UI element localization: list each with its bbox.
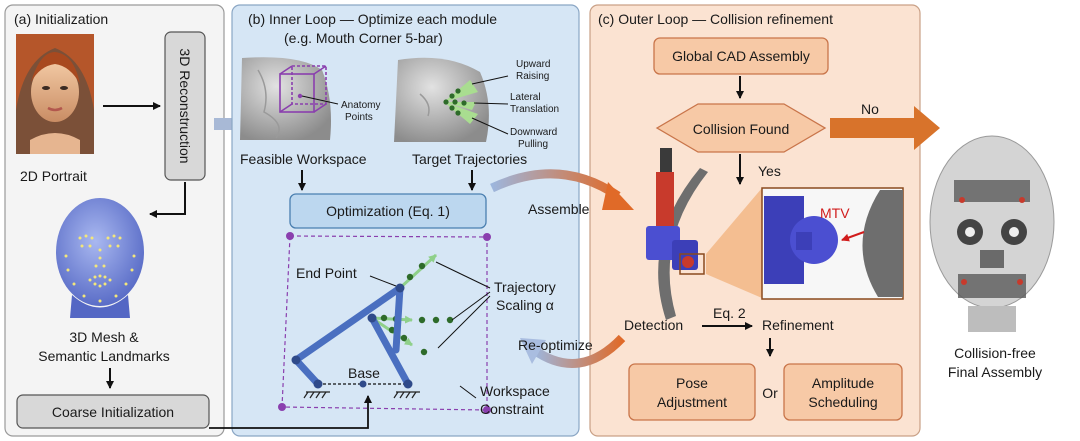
no-arrow bbox=[830, 106, 940, 150]
five-bar-diagram bbox=[278, 232, 491, 414]
collision-mechanism-image bbox=[646, 148, 762, 320]
reoptimize-arrow bbox=[520, 334, 626, 368]
end-point-label: End Point bbox=[296, 265, 357, 281]
eq2-label: Eq. 2 bbox=[713, 305, 746, 321]
assemble-label: Assemble bbox=[528, 201, 590, 217]
optimization-box bbox=[289, 193, 487, 229]
panel-b-subtitle: (e.g. Mouth Corner 5-bar) bbox=[284, 30, 443, 46]
workspace-constraint-line2: Constraint bbox=[480, 401, 544, 417]
portrait-image bbox=[16, 34, 94, 154]
upward-line2: Raising bbox=[516, 71, 549, 82]
coarse-init-box bbox=[16, 394, 210, 429]
panel-c-title: (c) Outer Loop — Collision refinement bbox=[598, 11, 833, 27]
assemble-arrow bbox=[490, 169, 634, 210]
lateral-line1: Lateral bbox=[510, 92, 541, 103]
anatomy-points-line1: Anatomy bbox=[341, 100, 380, 111]
workspace-constraint-line1: Workspace bbox=[480, 383, 550, 399]
detection-label: Detection bbox=[624, 317, 683, 333]
recon-box bbox=[164, 31, 206, 181]
refinement-label: Refinement bbox=[762, 317, 834, 333]
or-label: Or bbox=[762, 385, 778, 401]
collision-found-label: Collision Found bbox=[693, 121, 790, 137]
mesh-label-line1: 3D Mesh & bbox=[69, 329, 139, 345]
trajectory-scaling-line1: Trajectory bbox=[494, 279, 556, 295]
panel-inner-loop: (b) Inner Loop — Optimize each module (e… bbox=[231, 4, 580, 437]
arrow-recon-to-mesh bbox=[149, 182, 186, 218]
feasible-workspace-label: Feasible Workspace bbox=[240, 151, 367, 167]
pose-adjustment-line2: Adjustment bbox=[657, 394, 727, 410]
mesh-label-line2: Semantic Landmarks bbox=[38, 348, 170, 364]
pose-adjustment-box bbox=[628, 363, 756, 421]
final-assembly-image bbox=[929, 135, 1055, 332]
amplitude-scheduling-box bbox=[783, 363, 903, 421]
trajectory-scaling-line2: Scaling α bbox=[496, 297, 554, 313]
coarse-init-label: Coarse Initialization bbox=[52, 404, 174, 420]
upward-line1: Upward bbox=[516, 59, 550, 70]
final-assembly-line2: Final Assembly bbox=[948, 364, 1042, 380]
final-assembly-line1: Collision-free bbox=[954, 345, 1036, 361]
pose-adjustment-line1: Pose bbox=[676, 375, 708, 391]
face-workspace-image bbox=[240, 57, 339, 141]
optimization-label: Optimization (Eq. 1) bbox=[326, 203, 450, 219]
downward-line2: Pulling bbox=[518, 139, 548, 150]
lateral-line2: Translation bbox=[510, 104, 559, 115]
mesh-head-image bbox=[56, 198, 144, 318]
panel-b-title: (b) Inner Loop — Optimize each module bbox=[248, 11, 497, 27]
anatomy-points-line2: Points bbox=[345, 112, 373, 123]
no-label: No bbox=[861, 101, 879, 117]
amplitude-scheduling-line2: Scheduling bbox=[808, 394, 877, 410]
base-label: Base bbox=[348, 365, 380, 381]
amplitude-scheduling-line1: Amplitude bbox=[812, 375, 874, 391]
cad-assembly-label: Global CAD Assembly bbox=[672, 48, 810, 64]
downward-line1: Downward bbox=[510, 127, 557, 138]
collision-found-diamond bbox=[655, 103, 827, 153]
yes-label: Yes bbox=[758, 163, 781, 179]
portrait-label: 2D Portrait bbox=[20, 168, 87, 184]
face-trajectory-image bbox=[394, 57, 509, 142]
zoom-inset-render bbox=[764, 190, 903, 297]
target-trajectories-label: Target Trajectories bbox=[412, 151, 527, 167]
arrow-coarse-to-base bbox=[209, 395, 372, 429]
reoptimize-label: Re-optimize bbox=[518, 337, 593, 353]
panel-outer-loop: (c) Outer Loop — Collision refinement Gl… bbox=[589, 4, 940, 437]
mtv-label: MTV bbox=[820, 205, 850, 221]
panel-a-title: (a) Initialization bbox=[14, 11, 108, 27]
recon-label: 3D Reconstruction bbox=[177, 48, 193, 163]
cad-assembly-box bbox=[653, 37, 829, 75]
panel-initialization: (a) Initialization 2D Portrait 3D Recons… bbox=[4, 4, 225, 437]
